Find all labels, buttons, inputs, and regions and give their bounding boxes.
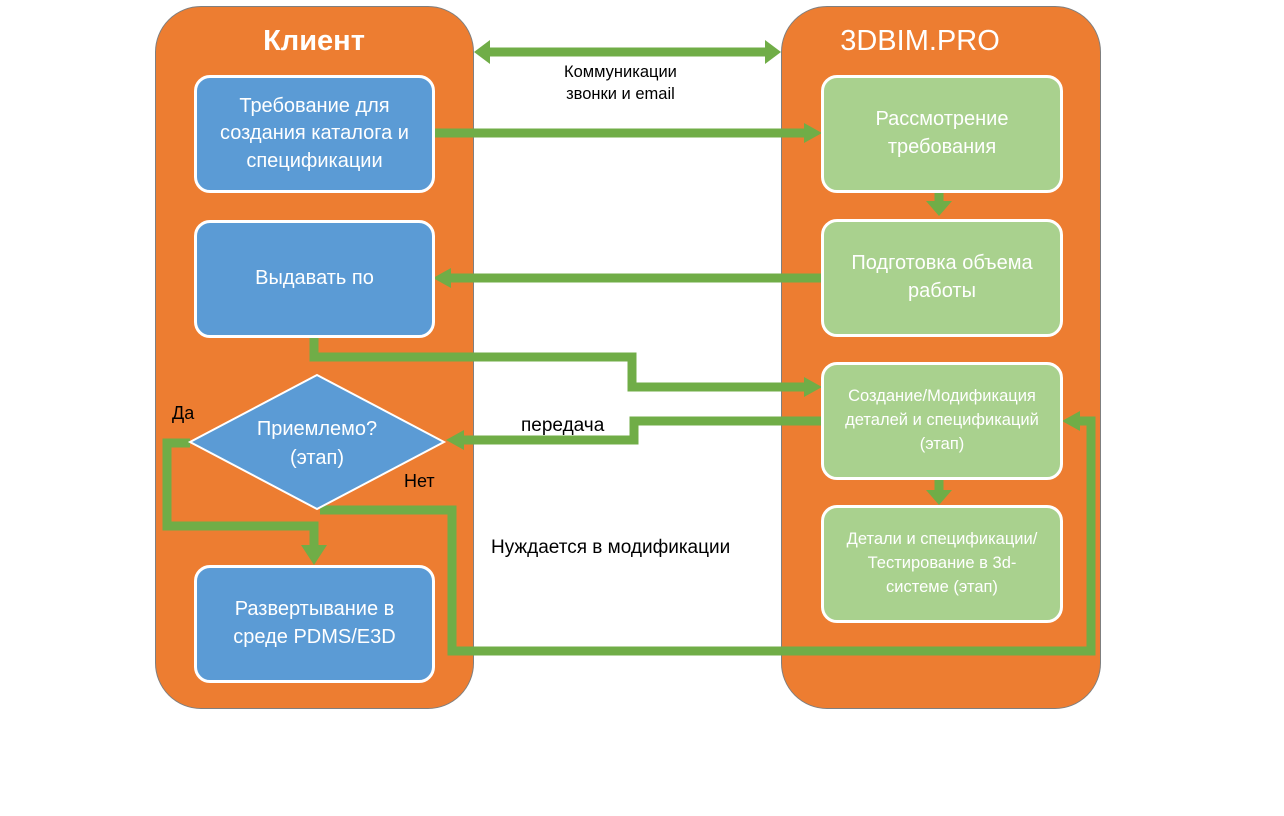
communications-arrowhead-left <box>474 40 490 64</box>
client-lane-title: Клиент <box>263 25 365 57</box>
create-to-decision-connector <box>463 416 822 445</box>
review-arrowhead <box>804 123 822 143</box>
decision-node-text: Приемлемо? (этап) <box>256 418 378 469</box>
create-node-text: Создание/Модификация деталей и специфика… <box>845 387 1039 453</box>
scope-arrowhead <box>926 201 952 216</box>
test-arrowhead <box>926 490 952 505</box>
issue-to-create-connector <box>309 337 804 392</box>
issue-arrowhead <box>433 268 451 288</box>
deploy-node: Развертывание в среде PDMS/E3D <box>194 565 435 683</box>
communications-label: Коммуникации звонки и email <box>564 63 677 104</box>
no-label: Нет <box>404 471 435 491</box>
yes-label: Да <box>172 403 195 423</box>
deploy-node-text: Развертывание в среде PDMS/E3D <box>233 598 396 648</box>
create-arrowhead <box>804 377 822 397</box>
yes-to-deploy-connector <box>162 438 319 546</box>
decision-arrowhead <box>446 430 464 450</box>
communications-arrowhead-right <box>765 40 781 64</box>
test-node-text: Детали и спецификации/ Тестирование в 3d… <box>846 530 1038 596</box>
review-node: Рассмотрение требования <box>821 75 1063 193</box>
no-to-create-connector <box>320 416 1096 656</box>
test-node: Детали и спецификации/ Тестирование в 3d… <box>821 505 1063 623</box>
issue-node: Выдавать по <box>194 220 435 338</box>
scope-node: Подготовка объема работы <box>821 219 1063 337</box>
rework-arrowhead <box>1062 411 1080 431</box>
transfer-label: передача <box>521 415 605 436</box>
decision-diamond <box>187 373 447 511</box>
provider-lane-title: 3DBIM.PRO <box>840 25 1000 57</box>
deploy-arrowhead <box>301 545 327 565</box>
scope-node-text: Подготовка объема работы <box>851 252 1033 302</box>
requirement-node: Требование для создания каталога и специ… <box>194 75 435 193</box>
issue-node-text: Выдавать по <box>255 267 374 290</box>
create-node: Создание/Модификация деталей и специфика… <box>821 362 1063 480</box>
requirement-node-text: Требование для создания каталога и специ… <box>220 94 409 172</box>
review-node-text: Рассмотрение требования <box>875 108 1009 158</box>
needs-modification-label: Нуждается в модификации <box>491 537 731 558</box>
